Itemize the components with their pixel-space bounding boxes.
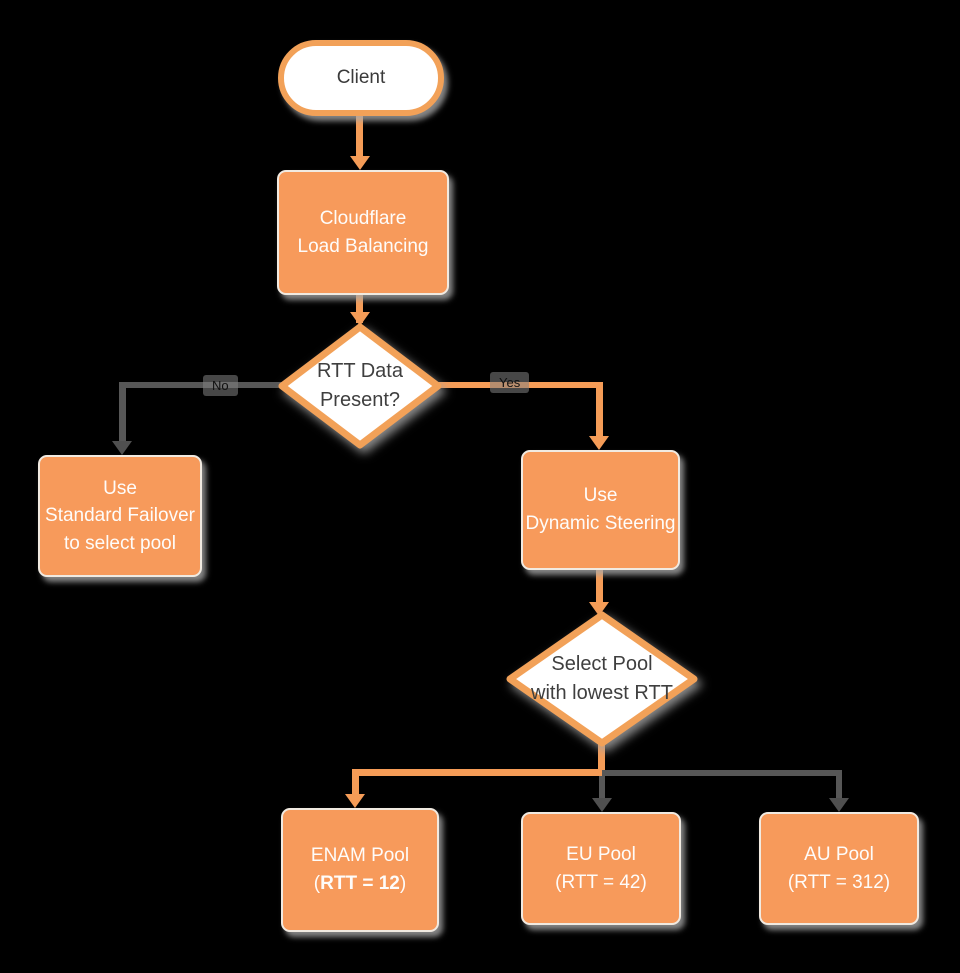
arrowhead-down-icon: [345, 794, 365, 808]
enam-rtt-open: (: [313, 873, 321, 894]
node-rtt-decision: RTT Data Present?: [287, 345, 433, 427]
node-dynamic-steering-line2: Dynamic Steering: [525, 513, 676, 534]
node-client: Client: [278, 40, 444, 116]
arrowhead-down-icon: [589, 436, 609, 450]
node-dynamic-steering: Use Dynamic Steering: [521, 450, 680, 570]
node-load-balancer: Cloudflare Load Balancing: [277, 170, 449, 295]
connector-client-loadbalancer: [356, 112, 363, 162]
node-enam-pool-line2: (RTT = 12): [314, 870, 406, 898]
node-au-pool: AU Pool (RTT = 312): [759, 812, 919, 925]
connector-no-branch-horizontal: [120, 382, 285, 388]
node-select-pool-shape: [506, 611, 698, 747]
connector-yes-branch-vertical: [596, 382, 603, 438]
connector-steering-selectpool: [596, 570, 603, 610]
arrowhead-down-icon: [350, 156, 370, 170]
node-eu-pool-line1: EU Pool: [566, 843, 636, 865]
node-standard-failover-line3: to select pool: [64, 532, 176, 554]
arrowhead-down-icon: [112, 441, 132, 455]
node-client-label: Client: [336, 67, 386, 88]
connector-selectpool-stem: [598, 740, 605, 776]
node-standard-failover-line2: Standard Failover: [45, 505, 195, 527]
connector-au-vertical: [836, 770, 842, 800]
arrowhead-down-icon: [592, 798, 612, 812]
node-select-pool-line1: Select Pool: [551, 653, 653, 675]
connector-enam-horizontal: [352, 769, 605, 776]
edge-label-no: No: [203, 375, 238, 396]
node-enam-pool: ENAM Pool (RTT = 12): [281, 808, 439, 932]
node-au-pool-line2: (RTT = 312): [787, 871, 891, 893]
node-eu-pool: EU Pool (RTT = 42): [521, 812, 681, 925]
node-enam-pool-line1: ENAM Pool: [310, 845, 410, 867]
connector-au-horizontal: [602, 770, 840, 776]
node-standard-failover-line1: Use: [103, 477, 137, 499]
node-eu-pool-line2: (RTT = 42): [555, 871, 647, 893]
connector-no-branch-vertical: [119, 382, 126, 442]
node-rtt-decision-line2: Present?: [319, 389, 401, 411]
connector-loadbalancer-rttdecision: [356, 295, 363, 323]
arrowhead-down-icon: [829, 798, 849, 812]
enam-rtt-value: RTT = 12: [320, 873, 400, 894]
enam-rtt-close: ): [399, 873, 407, 894]
node-load-balancer-line2: Load Balancing: [297, 235, 429, 257]
arrowhead-down-icon: [350, 312, 370, 326]
node-select-pool-line2: with lowest RTT: [531, 682, 673, 704]
node-rtt-decision-line1: RTT Data: [317, 360, 403, 382]
node-au-pool-line1: AU Pool: [804, 843, 874, 865]
node-rtt-decision-shape: [278, 323, 442, 449]
node-load-balancer-line1: Cloudflare: [319, 207, 407, 229]
node-select-pool: Select Pool with lowest RTT: [517, 638, 687, 720]
node-standard-failover: Use Standard Failover to select pool: [38, 455, 202, 577]
connector-enam-vertical: [352, 769, 359, 801]
edge-label-yes: Yes: [490, 372, 530, 393]
node-dynamic-steering-line1: Use: [583, 485, 618, 507]
